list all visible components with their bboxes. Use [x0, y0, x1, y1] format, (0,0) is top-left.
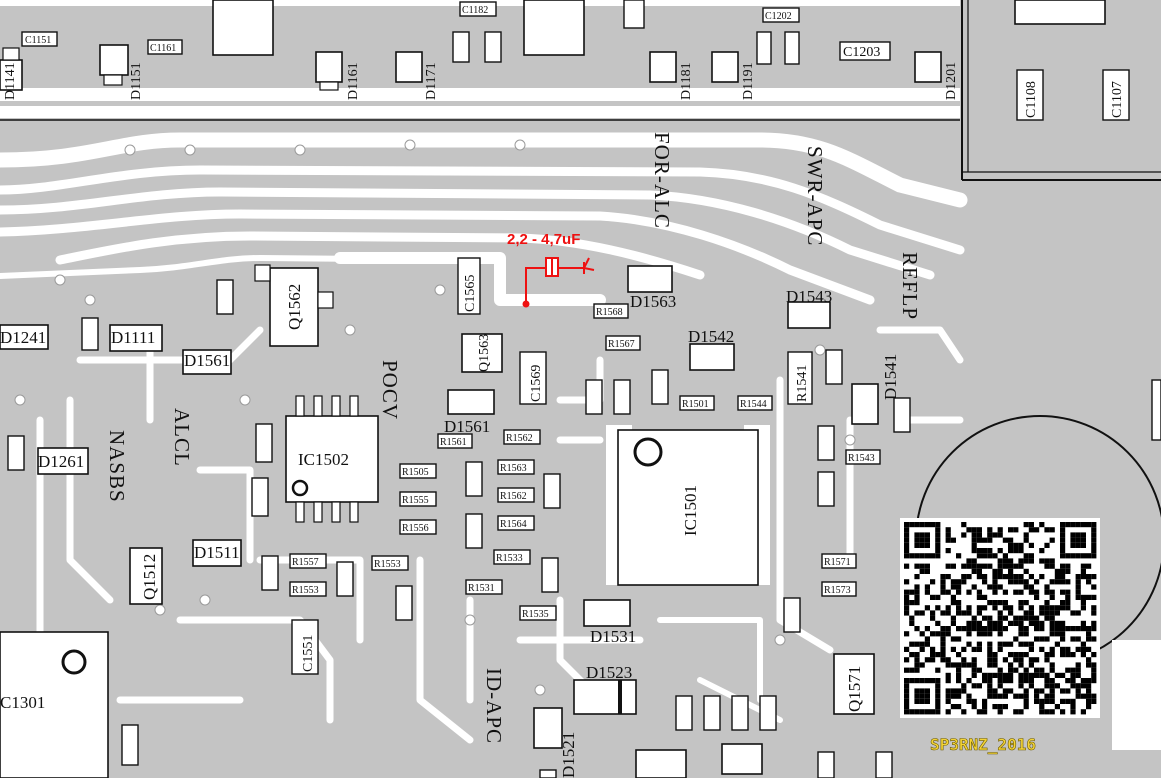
svg-text:R1573: R1573 — [824, 585, 851, 596]
net-label-reflp: REFLP — [898, 252, 922, 320]
svg-text:D1111: D1111 — [111, 328, 155, 347]
svg-text:C1569: C1569 — [529, 365, 544, 402]
net-label-pocv: POCV — [378, 360, 402, 420]
svg-text:D1511: D1511 — [194, 543, 240, 562]
svg-text:R1553: R1553 — [374, 559, 401, 570]
svg-text:Q1571: Q1571 — [845, 666, 864, 712]
svg-text:D1521: D1521 — [559, 732, 578, 778]
svg-text:D1161: D1161 — [346, 62, 361, 100]
shield-frame — [960, 0, 1161, 181]
ic1502-label: IC1502 — [298, 450, 349, 469]
svg-text:R1553: R1553 — [292, 585, 319, 596]
ic1502: IC1502 — [285, 395, 379, 523]
svg-text:D1191: D1191 — [741, 62, 756, 100]
center-parts: C1565 Q1563 C1569 D1561 R1561 R1562 R150… — [289, 257, 911, 715]
vias — [14, 139, 856, 696]
svg-text:R1531: R1531 — [468, 583, 495, 594]
svg-text:C1108: C1108 — [1024, 81, 1039, 118]
svg-text:C1565: C1565 — [463, 275, 478, 312]
net-label-swr-apc: SWR-APC — [803, 146, 827, 246]
svg-text:R1535: R1535 — [522, 609, 549, 620]
svg-text:C1551: C1551 — [301, 635, 316, 672]
svg-text:R1568: R1568 — [596, 307, 623, 318]
svg-text:D1151: D1151 — [129, 62, 144, 100]
svg-text:R1544: R1544 — [740, 399, 767, 410]
capacitor-annotation: 2,2 - 4,7uF — [507, 231, 595, 308]
svg-text:D1541: D1541 — [881, 354, 900, 400]
left-parts: D1241 D1111 D1561 Q1562 D1261 Q1512 D151… — [0, 264, 334, 778]
net-label-alcl: ALCL — [170, 408, 194, 467]
svg-text:R1557: R1557 — [292, 557, 319, 568]
ic1501: IC1501 — [606, 425, 770, 586]
svg-text:C1161: C1161 — [150, 43, 176, 54]
svg-text:D1561: D1561 — [184, 351, 230, 370]
svg-text:R1543: R1543 — [848, 453, 875, 464]
svg-text:Q1512: Q1512 — [140, 554, 159, 600]
svg-text:R1556: R1556 — [402, 523, 429, 534]
svg-text:R1571: R1571 — [824, 557, 851, 568]
svg-text:C1182: C1182 — [462, 5, 488, 16]
svg-text:Q1562: Q1562 — [285, 284, 304, 330]
author-signature: SP3RNZ_2016 — [930, 735, 1036, 754]
ic1501-label: IC1501 — [681, 485, 700, 536]
svg-text:R1564: R1564 — [500, 519, 527, 530]
svg-text:D1141: D1141 — [3, 62, 18, 100]
qr-code — [900, 518, 1100, 718]
svg-text:C1151: C1151 — [25, 35, 51, 46]
svg-text:C1202: C1202 — [765, 11, 792, 22]
svg-text:R1505: R1505 — [402, 467, 429, 478]
net-label-nasbs: NASBS — [105, 430, 129, 503]
svg-text:R1541: R1541 — [795, 365, 810, 402]
svg-text:R1533: R1533 — [496, 553, 523, 564]
svg-text:R1563: R1563 — [500, 463, 527, 474]
top-row-parts: D1141 C1151 D1151 C1161 D1161 D1171 C118… — [0, 0, 1130, 121]
svg-text:D1241: D1241 — [0, 328, 46, 347]
svg-text:R1555: R1555 — [402, 495, 429, 506]
svg-text:D1523: D1523 — [586, 663, 632, 682]
svg-text:R1562: R1562 — [506, 433, 533, 444]
svg-text:C1301: C1301 — [0, 693, 45, 712]
svg-text:R1561: R1561 — [440, 437, 467, 448]
bottom-parts: D1523 D1521 — [533, 663, 893, 778]
svg-text:D1561: D1561 — [444, 417, 490, 436]
svg-text:R1562: R1562 — [500, 491, 527, 502]
net-label-id-apc: ID-APC — [482, 668, 506, 744]
svg-text:D1563: D1563 — [630, 292, 676, 311]
net-labels: FOR-ALC SWR-APC REFLP POCV ALCL NASBS ID… — [105, 132, 922, 744]
svg-text:D1542: D1542 — [688, 327, 734, 346]
svg-text:Q1563: Q1563 — [477, 334, 492, 372]
svg-text:D1181: D1181 — [679, 62, 694, 100]
svg-text:C1203: C1203 — [843, 45, 880, 60]
svg-text:C1107: C1107 — [1110, 81, 1125, 118]
svg-text:R1501: R1501 — [682, 399, 709, 410]
net-label-for-alc: FOR-ALC — [650, 132, 674, 229]
curved-trace-bundle — [0, 132, 968, 744]
svg-text:D1543: D1543 — [786, 287, 832, 306]
svg-text:D1531: D1531 — [590, 627, 636, 646]
svg-text:D1171: D1171 — [424, 62, 439, 100]
svg-text:D1201: D1201 — [944, 62, 959, 100]
svg-text:D1261: D1261 — [38, 452, 84, 471]
svg-text:R1567: R1567 — [608, 339, 635, 350]
capacitor-value-note: 2,2 - 4,7uF — [507, 231, 580, 248]
